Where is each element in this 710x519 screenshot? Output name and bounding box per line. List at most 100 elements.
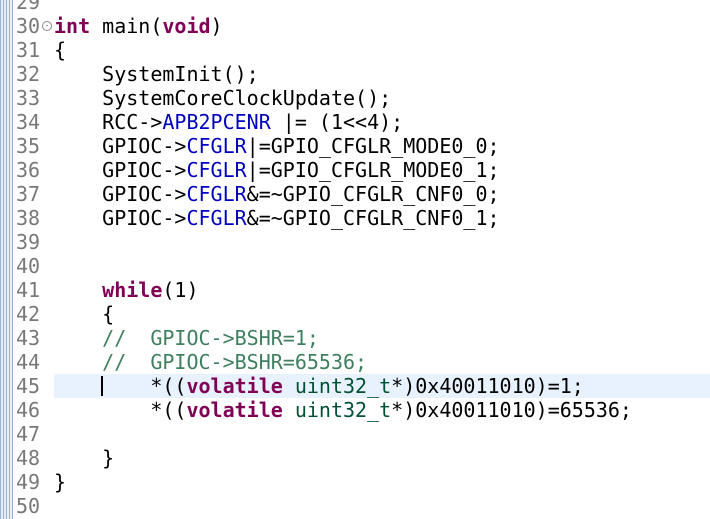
code-line[interactable]: 45 *((volatile uint32_t*)0x40011010)=1; [0, 374, 710, 398]
code-text: SystemInit(); [54, 62, 259, 86]
code-token: { [54, 38, 67, 62]
fold-toggle-icon[interactable]: - [42, 21, 52, 31]
code-text: // GPIOC->BSHR=65536; [54, 350, 367, 374]
line-number: 44 [16, 350, 41, 374]
code-line[interactable]: 34 RCC->APB2PCENR |= (1<<4); [0, 110, 710, 134]
type-token: uint32_t [294, 398, 392, 422]
code-text: } [54, 446, 114, 470]
code-text-area[interactable] [54, 494, 710, 518]
comment-token: // GPIOC->BSHR=65536; [54, 350, 368, 374]
code-line[interactable]: 29 [0, 0, 710, 14]
code-text-area[interactable]: SystemInit(); [54, 62, 710, 86]
code-text-area[interactable]: } [54, 446, 710, 470]
code-line[interactable]: 44 // GPIOC->BSHR=65536; [0, 350, 710, 374]
line-number: 39 [16, 230, 41, 254]
code-token: RCC-> [54, 110, 163, 134]
code-line[interactable]: 41 while(1) [0, 278, 710, 302]
code-text: int main(void) [54, 14, 223, 38]
code-token: (1) [162, 278, 199, 302]
code-text-area[interactable]: { [54, 38, 710, 62]
code-token: |= (1<<4); [270, 110, 404, 134]
line-number: 37 [16, 182, 41, 206]
keyword-token: volatile [186, 398, 283, 422]
line-number: 34 [16, 110, 41, 134]
code-line[interactable]: 39 [0, 230, 710, 254]
line-number: 36 [16, 158, 41, 182]
code-token: { [54, 302, 115, 326]
code-text-area[interactable]: RCC->APB2PCENR |= (1<<4); [54, 110, 710, 134]
field-token: CFGLR [186, 134, 247, 158]
code-token: &=~GPIO_CFGLR_CNF0_0; [246, 182, 500, 206]
code-token: main( [90, 14, 163, 38]
code-token [283, 398, 295, 422]
keyword-token: int [54, 14, 91, 38]
code-text-area[interactable]: SystemCoreClockUpdate(); [54, 86, 710, 110]
code-text: { [54, 302, 114, 326]
code-text-area[interactable]: { [54, 302, 710, 326]
code-text-area[interactable]: // GPIOC->BSHR=65536; [54, 350, 710, 374]
code-text: GPIOC->CFGLR&=~GPIO_CFGLR_CNF0_0; [54, 182, 500, 206]
code-line[interactable]: 36 GPIOC->CFGLR|=GPIO_CFGLR_MODE0_1; [0, 158, 710, 182]
line-number: 33 [16, 86, 41, 110]
line-number: 35 [16, 134, 41, 158]
code-text-area[interactable]: // GPIOC->BSHR=1; [54, 326, 710, 350]
code-text: *((volatile uint32_t*)0x40011010)=1; [54, 374, 583, 398]
code-text: RCC->APB2PCENR |= (1<<4); [54, 110, 403, 134]
code-token: *(( [54, 374, 187, 398]
code-token [283, 374, 295, 398]
type-token: uint32_t [294, 374, 392, 398]
keyword-token: while [102, 278, 163, 302]
code-text: *((volatile uint32_t*)0x40011010)=65536; [54, 398, 632, 422]
code-token: GPIOC-> [54, 206, 187, 230]
code-line[interactable]: 37 GPIOC->CFGLR&=~GPIO_CFGLR_CNF0_0; [0, 182, 710, 206]
keyword-token: void [162, 14, 211, 38]
code-line[interactable]: 43 // GPIOC->BSHR=1; [0, 326, 710, 350]
code-line[interactable]: 31{ [0, 38, 710, 62]
overview-ruler [0, 0, 13, 519]
code-token: ) [210, 14, 223, 38]
code-text-area[interactable] [54, 422, 710, 446]
code-text-area[interactable] [54, 230, 710, 254]
code-line[interactable]: 30-int main(void) [0, 14, 710, 38]
code-line[interactable]: 47 [0, 422, 710, 446]
code-line[interactable]: 49} [0, 470, 710, 494]
field-token: CFGLR [186, 206, 247, 230]
code-token: } [54, 470, 67, 494]
code-text: GPIOC->CFGLR|=GPIO_CFGLR_MODE0_0; [54, 134, 500, 158]
line-number: 48 [16, 446, 41, 470]
code-token: *)0x40011010)=65536; [391, 398, 632, 422]
field-token: CFGLR [186, 158, 247, 182]
line-number: 32 [16, 62, 41, 86]
code-line[interactable]: 50 [0, 494, 710, 518]
code-token: GPIOC-> [54, 158, 187, 182]
line-number: 40 [16, 254, 41, 278]
code-line[interactable]: 46 *((volatile uint32_t*)0x40011010)=655… [0, 398, 710, 422]
code-token: |=GPIO_CFGLR_MODE0_1; [246, 158, 500, 182]
code-line[interactable]: 33 SystemCoreClockUpdate(); [0, 86, 710, 110]
code-text-area[interactable] [54, 254, 710, 278]
line-number: 42 [16, 302, 41, 326]
text-cursor [101, 376, 103, 396]
code-line[interactable]: 32 SystemInit(); [0, 62, 710, 86]
code-text: GPIOC->CFGLR&=~GPIO_CFGLR_CNF0_1; [54, 206, 499, 230]
code-text-area[interactable]: GPIOC->CFGLR&=~GPIO_CFGLR_CNF0_0; [54, 182, 710, 206]
code-token: SystemCoreClockUpdate(); [54, 86, 392, 110]
code-text-area[interactable]: } [54, 470, 710, 494]
code-line[interactable]: 42 { [0, 302, 710, 326]
code-line[interactable]: 40 [0, 254, 710, 278]
code-line[interactable]: 38 GPIOC->CFGLR&=~GPIO_CFGLR_CNF0_1; [0, 206, 710, 230]
code-text-area[interactable]: while(1) [54, 278, 710, 302]
code-text-area[interactable]: *((volatile uint32_t*)0x40011010)=1; [54, 374, 710, 398]
code-text-area[interactable]: int main(void) [54, 14, 710, 38]
line-number: 50 [16, 494, 41, 518]
code-line[interactable]: 35 GPIOC->CFGLR|=GPIO_CFGLR_MODE0_0; [0, 134, 710, 158]
code-line[interactable]: 48 } [0, 446, 710, 470]
code-text-area[interactable]: GPIOC->CFGLR|=GPIO_CFGLR_MODE0_1; [54, 158, 710, 182]
code-text-area[interactable] [54, 0, 710, 14]
code-text-area[interactable]: GPIOC->CFGLR|=GPIO_CFGLR_MODE0_0; [54, 134, 710, 158]
code-token: |=GPIO_CFGLR_MODE0_0; [246, 134, 500, 158]
code-text-area[interactable]: *((volatile uint32_t*)0x40011010)=65536; [54, 398, 710, 422]
code-text-area[interactable]: GPIOC->CFGLR&=~GPIO_CFGLR_CNF0_1; [54, 206, 710, 230]
comment-token: // GPIOC->BSHR=1; [54, 326, 319, 350]
